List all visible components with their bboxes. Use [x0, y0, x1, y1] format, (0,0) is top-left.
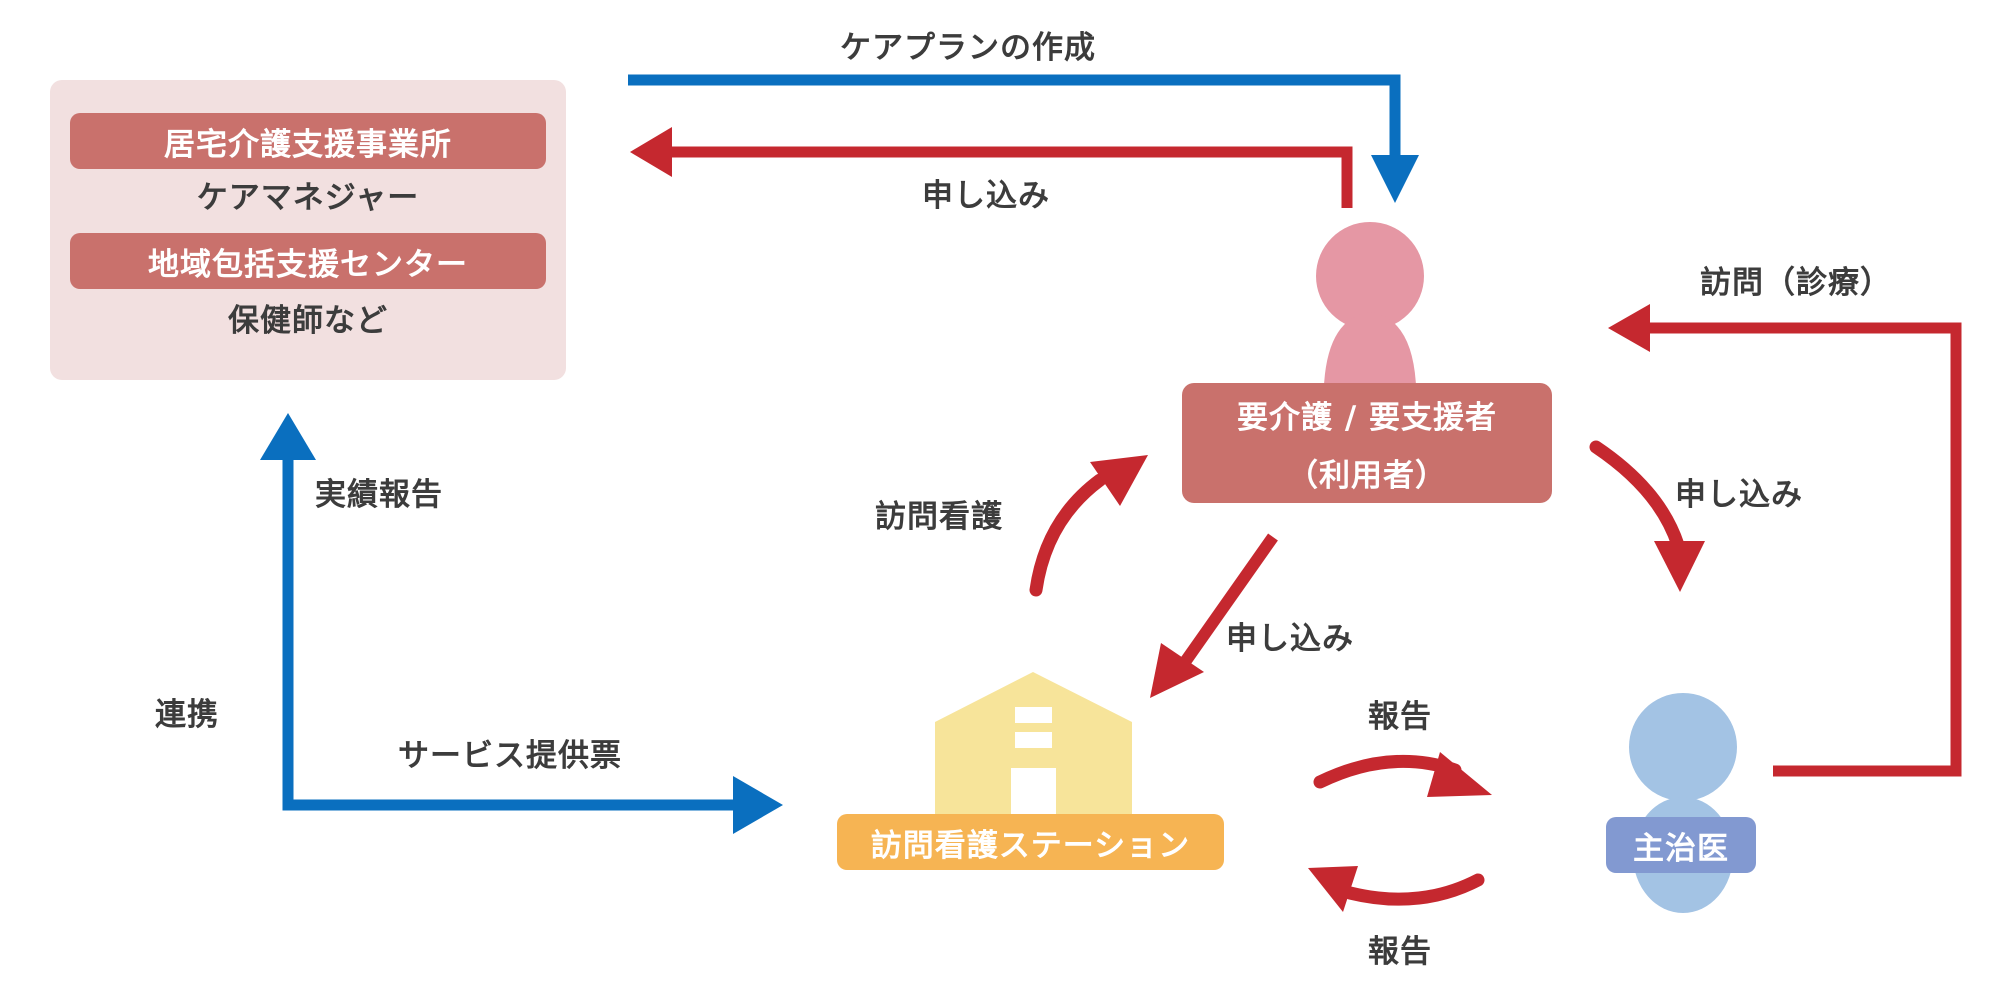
public-health-nurse-label: 保健師など [228, 303, 388, 339]
care-plan-arrow [628, 74, 1401, 165]
service-slip-arrowhead [733, 776, 783, 834]
station-building-icon [935, 672, 1132, 824]
care-plan-creation-label: ケアプランの作成 [840, 30, 1096, 66]
application-to-office-arrowhead [630, 127, 672, 177]
care-manager-label: ケアマネジャー [196, 180, 420, 216]
application-to-office-arrow [670, 146, 1353, 208]
home-nursing-arrow [1029, 473, 1107, 597]
report-to-station-label: 報告 [1368, 934, 1432, 970]
user-person-icon [1316, 222, 1424, 385]
visit-treatment-arrowhead [1608, 304, 1650, 352]
user-label-line1: 要介護 / 要支援者 [1237, 399, 1497, 436]
visit-treatment-arrow [1648, 322, 1962, 777]
application-to-station-arrow [1180, 533, 1278, 666]
application-to-doctor-label: 申し込み [1675, 477, 1803, 513]
doctor-person-icon [1629, 693, 1737, 913]
application-to-office-label: 申し込み [922, 178, 1050, 214]
report-to-doctor-label: 報告 [1368, 699, 1432, 735]
coordination-label: 連携 [155, 697, 219, 733]
user-label-box [1182, 383, 1552, 503]
care-plan-arrowhead [1371, 155, 1419, 203]
community-support-center-label: 地域包括支援センター [70, 233, 546, 289]
service-slip-label: サービス提供票 [398, 738, 622, 774]
performance-report-arrowhead [260, 413, 316, 460]
home-nursing-arrowhead [1090, 455, 1148, 506]
coordination-arrow [282, 455, 738, 811]
home-nursing-label: 訪問看護 [875, 499, 1003, 535]
application-to-doctor-arrow [1589, 440, 1685, 552]
user-label-line2: （利用者） [1287, 457, 1447, 494]
report-to-station-arrowhead [1308, 866, 1358, 912]
visit-treatment-label: 訪問（診療） [1700, 265, 1892, 301]
application-to-station-arrowhead [1150, 643, 1204, 698]
report-to-doctor-arrowhead [1427, 752, 1492, 797]
application-to-doctor-arrowhead [1654, 541, 1705, 592]
station-label: 訪問看護ステーション [837, 814, 1224, 870]
doctor-label: 主治医 [1606, 817, 1756, 873]
home-care-support-office-label: 居宅介護支援事業所 [70, 113, 546, 169]
report-to-station-arrow [1343, 873, 1485, 906]
application-to-station-label: 申し込み [1226, 621, 1354, 657]
performance-report-label: 実績報告 [315, 477, 443, 513]
